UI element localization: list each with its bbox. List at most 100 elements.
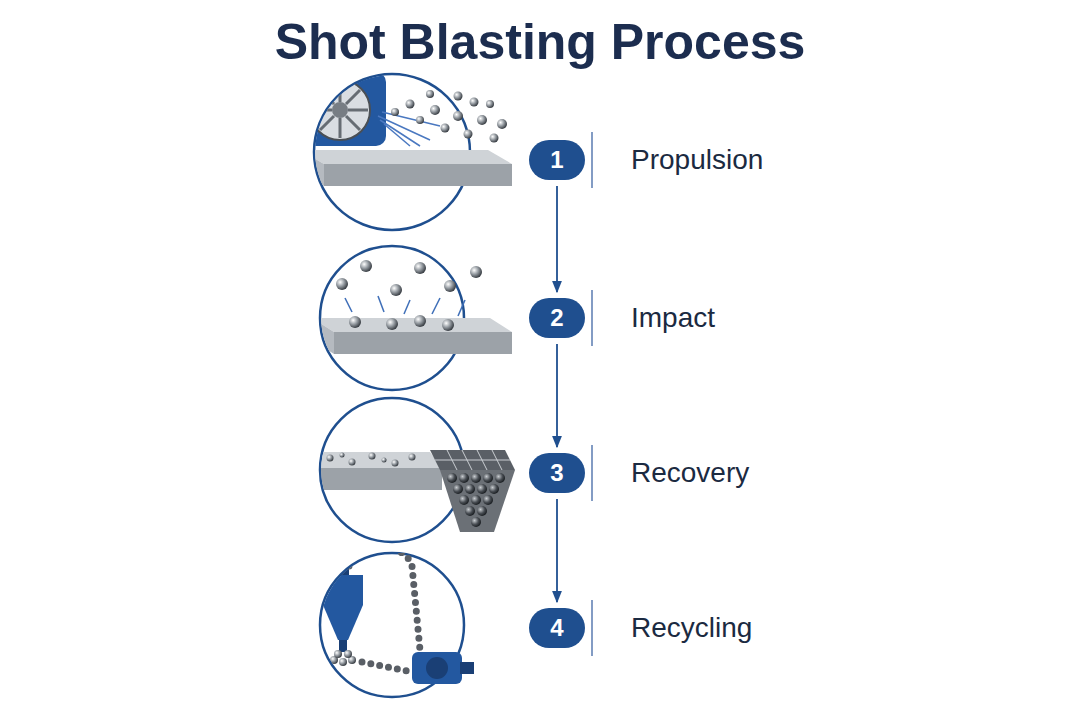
impact-illustration-part-part-part (444, 280, 456, 292)
propulsion-illustration-part-part-part (346, 90, 360, 104)
recovery-illustration-part-part-part (471, 495, 481, 505)
propulsion-illustration-part-part (300, 150, 512, 164)
propulsion-illustration-part (296, 72, 512, 186)
recycling-illustration-part (320, 553, 464, 697)
propulsion-illustration-part-part-part (406, 100, 415, 109)
step-label: Impact (631, 302, 715, 334)
propulsion-illustration-part-part (300, 150, 324, 186)
propulsion-illustration-part-part-part (380, 120, 420, 146)
recovery-illustration-part-part-part (392, 460, 399, 467)
propulsion-illustration-part-part-part (486, 100, 494, 108)
impact-illustration-part-part-part (336, 278, 348, 290)
propulsion-illustration-part-part (312, 82, 368, 138)
recovery-illustration-part-part-part (459, 495, 469, 505)
propulsion-illustration-part-part-part (453, 111, 463, 121)
propulsion-illustration-part-part-part (312, 109, 332, 112)
propulsion-illustration-part-part (391, 90, 507, 143)
recovery-illustration-part-part-part (453, 484, 463, 494)
recovery-illustration (308, 398, 515, 542)
propulsion-illustration-part-part-part (497, 119, 507, 129)
impact-illustration-part-part-part (432, 298, 440, 314)
recycling-illustration-part-part (362, 662, 412, 672)
impact-illustration-part-part-part (390, 284, 402, 296)
step-label: Propulsion (631, 144, 763, 176)
impact-illustration-part-part-part (349, 316, 361, 328)
propulsion-illustration-part-part-part (320, 90, 334, 104)
divider-line-part (591, 445, 593, 501)
propulsion-illustration-part-part (378, 112, 440, 146)
propulsion-illustration-part-part-part (416, 116, 424, 124)
recovery-illustration-part-part-part (409, 454, 416, 461)
flow-arrow (556, 344, 558, 447)
impact-illustration-part-part-part (442, 319, 454, 331)
impact-illustration-part-part (334, 332, 512, 354)
recycling-illustration-part-part (460, 662, 474, 674)
recovery-illustration-part-part-part (465, 506, 475, 516)
propulsion-illustration-part-part (332, 102, 348, 118)
recovery-illustration-part-part-part (340, 453, 345, 458)
propulsion-illustration-part-part-part (339, 82, 342, 102)
recycling-illustration-part-part (426, 657, 448, 679)
step-number: 2 (529, 298, 585, 338)
divider-line (591, 132, 593, 656)
recovery-illustration-part-part (430, 450, 515, 470)
recovery-illustration-part-part-part (477, 484, 487, 494)
flow-arrow (556, 186, 558, 292)
recovery-illustration-part-part-part (483, 495, 493, 505)
divider-line-part (591, 600, 593, 656)
recycling-illustration-part-part (323, 575, 363, 605)
propulsion-illustration-part-part-part (430, 105, 440, 115)
impact-illustration-part-part-part (378, 296, 384, 312)
propulsion-illustration-part-part-part (426, 90, 434, 98)
impact-illustration-part-part-part (470, 266, 482, 278)
recovery-illustration-part-part (308, 452, 320, 490)
recovery-illustration-part-part-part (471, 517, 481, 527)
recovery-illustration-part-part (327, 453, 416, 467)
recovery-illustration-part-part (440, 470, 515, 532)
propulsion-illustration-part-part-part (384, 124, 410, 146)
divider-line-part (591, 132, 593, 188)
recovery-illustration-part-part (435, 450, 510, 470)
recovery-illustration-part-part-part (369, 453, 376, 460)
impact-illustration-part-part (345, 296, 465, 316)
recovery-illustration-part-part-part (471, 473, 481, 483)
impact-illustration-part-part-part (404, 300, 410, 314)
recovery-illustration-part-part-part (435, 460, 510, 461)
impact-illustration-part-part-part (360, 260, 372, 272)
impact-illustration-part-part-part (458, 300, 465, 316)
recycling-illustration (303, 547, 474, 698)
process-step: 4Recycling (529, 608, 752, 648)
recycling-illustration-part-part-part (339, 658, 347, 666)
propulsion-illustration-part-part-part (320, 116, 334, 130)
recovery-illustration-part-part-part (489, 484, 499, 494)
recycling-illustration-part-part (330, 650, 356, 666)
impact-illustration (312, 246, 512, 390)
process-step: 3Recovery (529, 453, 749, 493)
recovery-illustration-part-part-part (495, 473, 505, 483)
recycling-illustration-part-part (339, 640, 347, 652)
propulsion-illustration-part-part (296, 72, 386, 146)
diagram-title: Shot Blasting Process (0, 12, 1080, 72)
recovery-illustration-part-part (447, 473, 505, 527)
propulsion-illustration-part-part-part (348, 109, 368, 112)
recycling-illustration-part-part-part (344, 650, 352, 658)
propulsion-illustration-part-part-part (477, 115, 487, 125)
impact-illustration-part (312, 260, 512, 354)
propulsion-illustration-part-part-part (454, 92, 463, 101)
process-step: 2 Impact (529, 298, 715, 338)
recovery-illustration-part-part-part (465, 484, 475, 494)
impact-illustration-part-part (312, 318, 334, 354)
recovery-illustration-part-part-part (349, 459, 356, 466)
step-number: 1 (529, 140, 585, 180)
recovery-illustration-part (308, 450, 515, 532)
recovery-illustration-part-part-part (477, 506, 487, 516)
divider-line-part (591, 290, 593, 346)
recycling-illustration-part (303, 547, 474, 685)
step-label: Recycling (631, 612, 752, 644)
recovery-illustration-part-part-part (327, 455, 334, 462)
propulsion-illustration-part-part-part (382, 112, 440, 126)
propulsion-illustration-part-part-part (441, 124, 450, 133)
impact-illustration-part-part (336, 260, 482, 331)
recycling-illustration-part-part (323, 605, 363, 640)
